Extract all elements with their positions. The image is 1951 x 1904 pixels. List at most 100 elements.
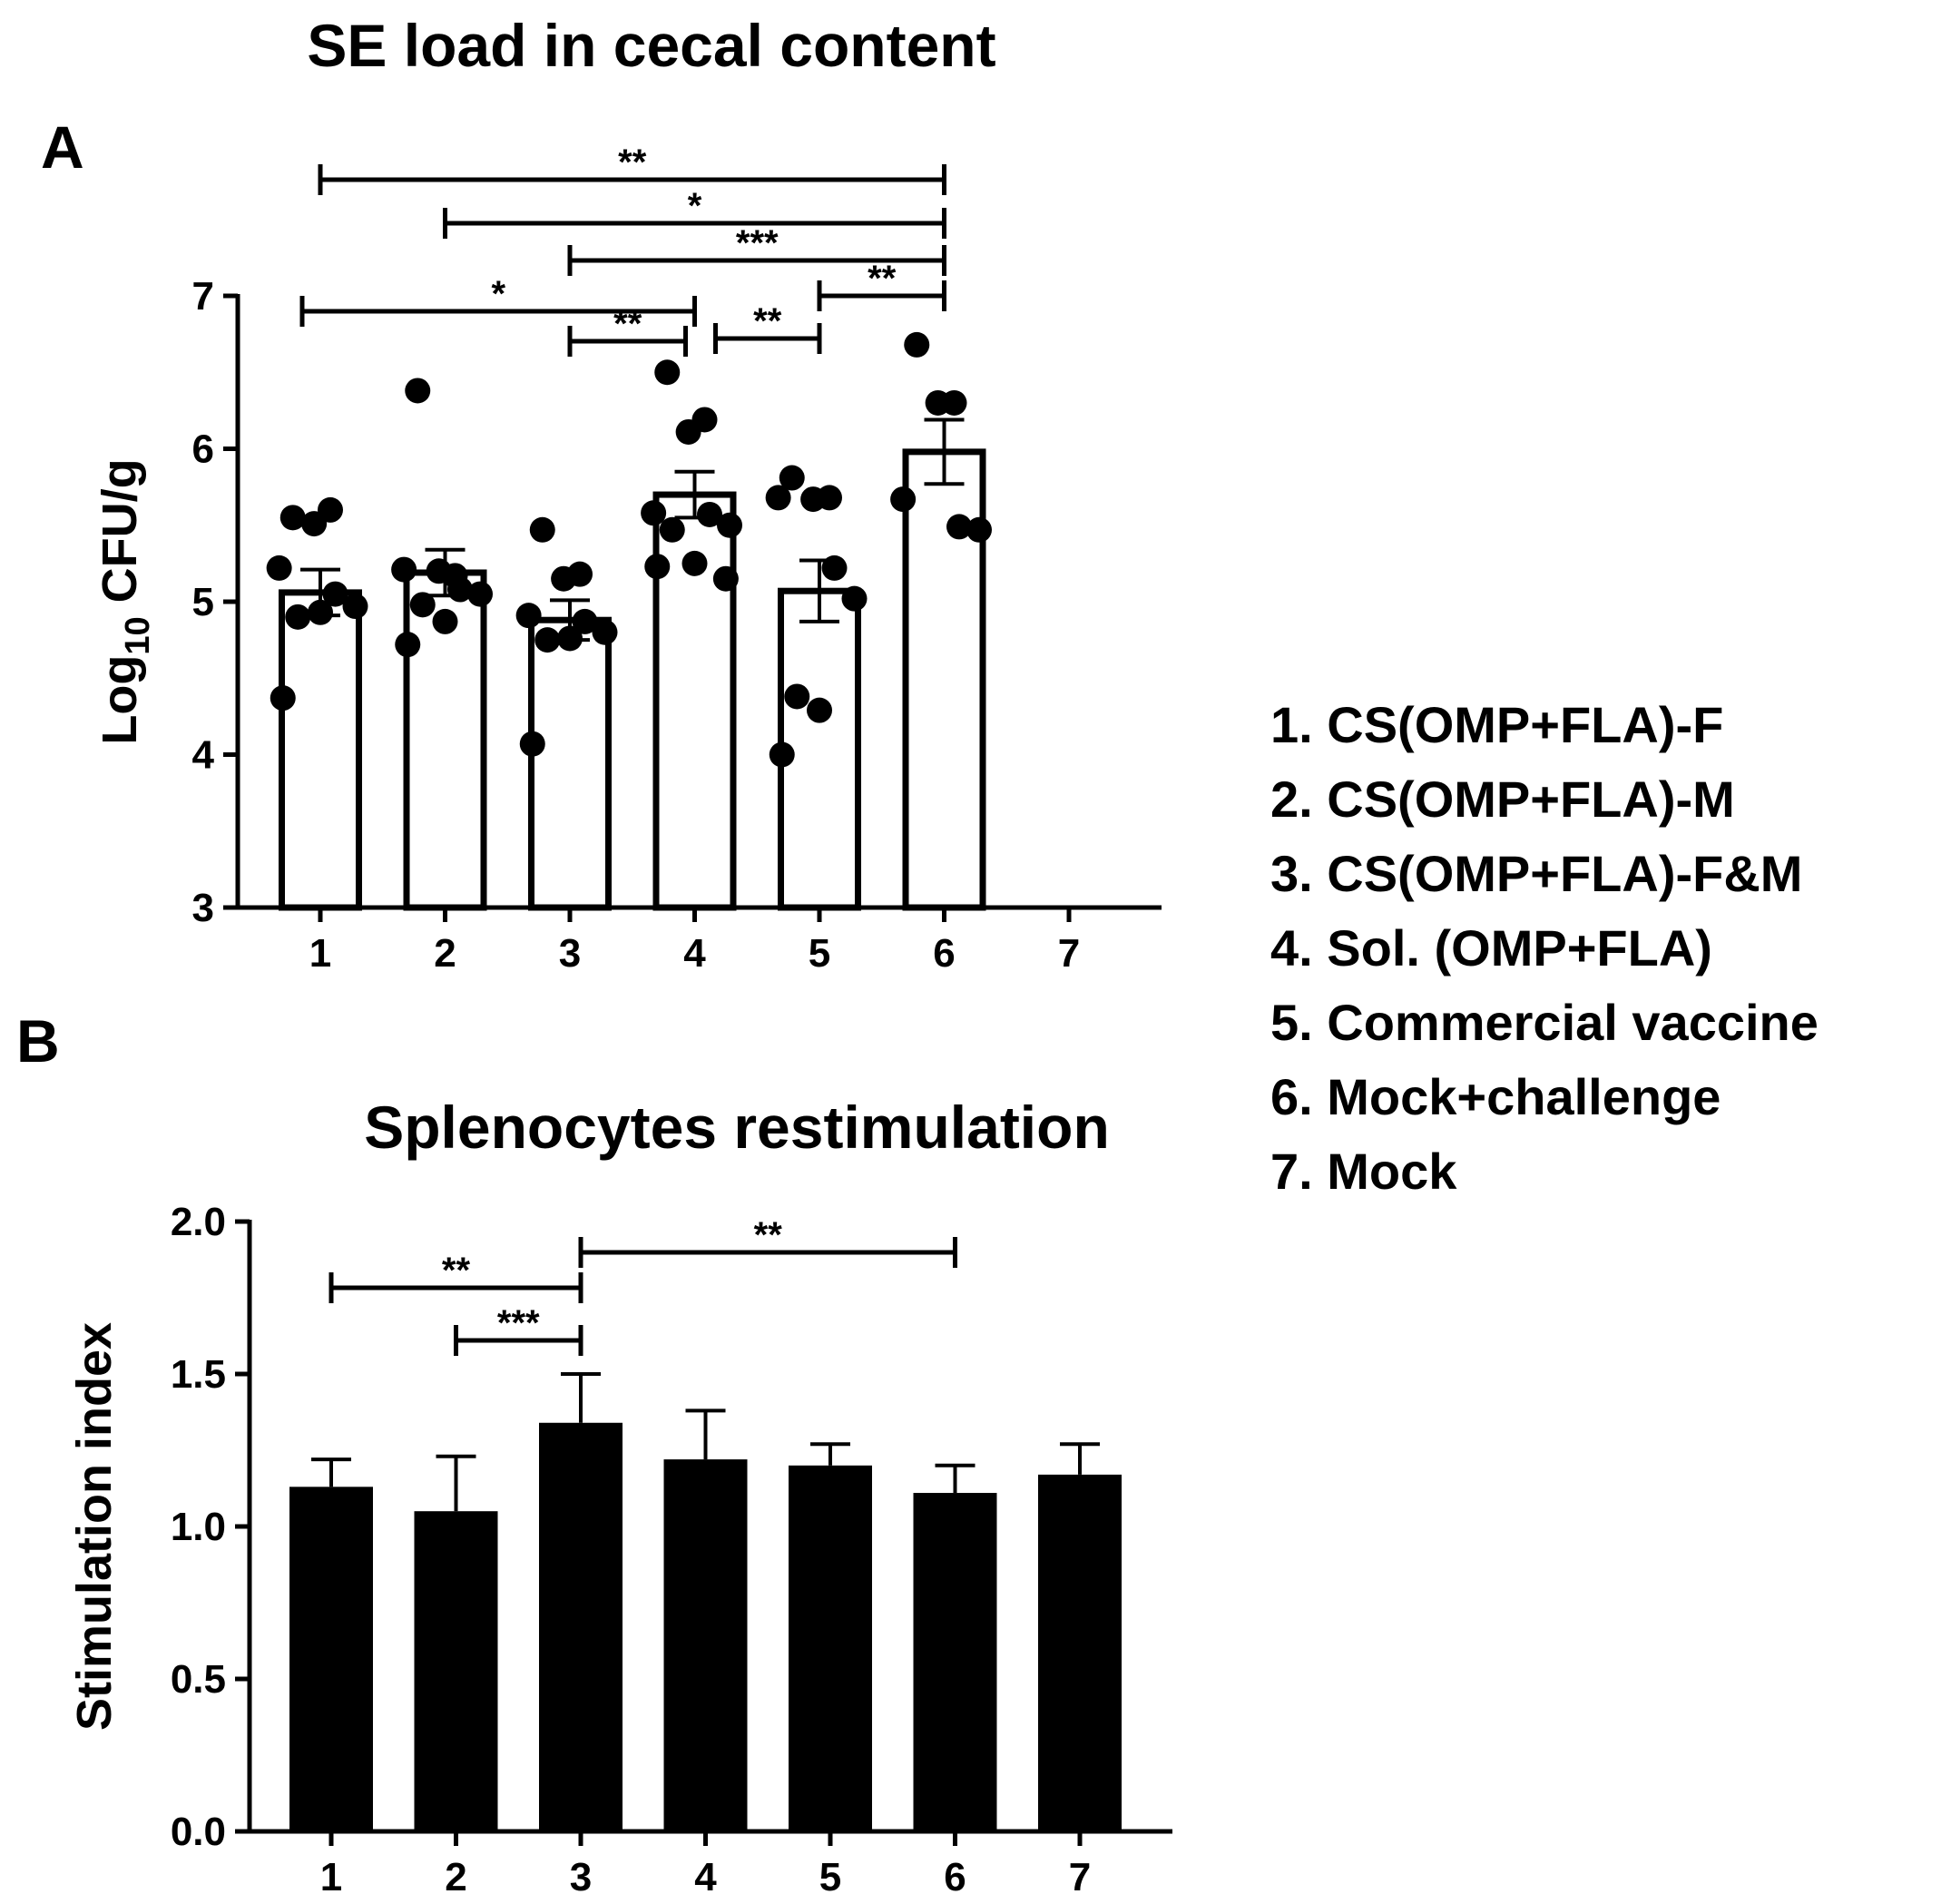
panel-a-data-point	[890, 486, 917, 513]
panel-a-data-point	[318, 496, 343, 523]
panel-a-data-point	[467, 581, 493, 607]
panel-a-y-axis-label: Log10 CFU/g	[93, 458, 157, 744]
panel-a-sig-label: **	[613, 304, 642, 344]
panel-a-bar	[528, 616, 612, 911]
panel-b-sig-label: ***	[497, 1303, 540, 1343]
panel-a-data-point	[821, 555, 848, 581]
panel-b-y-tick-label: 1.0	[171, 1505, 226, 1549]
panel-a-data-point	[322, 581, 348, 607]
panel-a-y-axis-label-main: Log	[93, 655, 147, 745]
panel-a-y-tick-label: 3	[192, 886, 214, 930]
panel-b-y-tick-label: 0.0	[171, 1810, 226, 1854]
panel-a-data-point	[817, 485, 842, 511]
panel-b-x-tick-label: 6	[944, 1855, 966, 1899]
panel-a-data-point	[409, 592, 436, 618]
panel-b-bar	[789, 1465, 872, 1831]
panel-a-label: A	[41, 113, 84, 181]
panel-a-data-point	[534, 627, 561, 653]
panel-a-data-point	[717, 512, 742, 538]
panel-a-data-point	[641, 500, 667, 526]
panel-a-data-point	[391, 556, 417, 583]
panel-a-y-tick-label: 7	[192, 274, 214, 319]
panel-b-y-axis-label: Stimulation index	[67, 1322, 122, 1731]
panel-a-sig-label: *	[688, 186, 702, 226]
panel-b-bar	[289, 1487, 373, 1831]
panel-b-y-tick-label: 0.5	[171, 1657, 226, 1702]
panel-b-bar	[663, 1459, 748, 1831]
panel-a-data-point	[342, 594, 368, 620]
panel-b-x-tick-label: 1	[320, 1855, 342, 1899]
panel-b-y-tick-label: 1.5	[171, 1352, 226, 1397]
panel-b-sig-label: **	[442, 1251, 471, 1291]
panel-a-x-tick-label: 5	[809, 931, 830, 976]
panel-b-x-tick-label: 7	[1069, 1855, 1091, 1899]
panel-b-y-axis-label-main: Stimulation index	[67, 1322, 122, 1731]
panel-a-data-point	[659, 516, 685, 543]
panel-a-title: SE load in cecal content	[307, 12, 995, 79]
panel-a-x-tick-label: 2	[434, 931, 456, 976]
panel-b-bar	[539, 1422, 623, 1831]
legend-item: 2. CS(OMP+FLA)-M	[1270, 770, 1735, 828]
panel-a-data-point	[841, 585, 868, 612]
panel-a-y-axis-label-sub: 10	[119, 616, 157, 654]
panel-a-data-point	[784, 683, 810, 710]
panel-b-bar	[1038, 1474, 1122, 1831]
panel-b-x-tick-label: 2	[445, 1855, 466, 1899]
legend-item: 6. Mock+challenge	[1270, 1068, 1721, 1125]
panel-a-data-point	[946, 514, 972, 540]
panel-b-y-tick-label: 2.0	[171, 1200, 226, 1244]
panel-a-data-point	[697, 501, 722, 527]
panel-a-data-point	[654, 359, 681, 386]
panel-b-bar	[913, 1493, 997, 1831]
panel-a-data-point	[279, 505, 306, 531]
legend: 1. CS(OMP+FLA)-F 2. CS(OMP+FLA)-M 3. CS(OM…	[1270, 696, 1819, 1200]
panel-a-sig-label: ***	[736, 223, 779, 263]
panel-a-sig-label: **	[868, 259, 897, 299]
panel-a-data-point	[557, 625, 583, 652]
panel-b-x-tick-label: 4	[694, 1855, 717, 1899]
panel-a-data-point	[966, 516, 992, 543]
panel-a-data-point	[644, 554, 671, 580]
panel-a-data-point	[681, 550, 708, 576]
legend-item: 1. CS(OMP+FLA)-F	[1270, 696, 1723, 753]
panel-a-data-point	[765, 485, 791, 511]
panel-a-sig-label: **	[618, 142, 647, 182]
panel-a-data-point	[266, 555, 292, 581]
panel-b-title: Splenocytes restimulation	[364, 1094, 1110, 1161]
panel-a-y-tick-label: 4	[192, 733, 215, 778]
panel-a-x-tick-label: 6	[933, 931, 955, 976]
panel-a-data-point	[779, 465, 805, 491]
legend-item: 7. Mock	[1270, 1143, 1457, 1200]
legend-item: 5. Commercial vaccine	[1270, 994, 1819, 1051]
panel-b-sig-label: **	[754, 1215, 783, 1255]
panel-a-bar	[279, 589, 362, 911]
panel-a-data-point	[285, 604, 311, 630]
panel-a-data-point	[567, 561, 593, 587]
panel-a-data-point	[395, 632, 421, 658]
panel-a-data-point	[270, 685, 296, 712]
panel-a-y-axis-label-rest: CFU/g	[93, 458, 147, 616]
panel-a-x-tick-label: 3	[559, 931, 581, 976]
panel-a-data-point	[432, 608, 458, 634]
panel-a-sig-label: **	[753, 301, 782, 341]
panel-b-bar	[414, 1511, 498, 1831]
panel-a-data-point	[769, 741, 795, 768]
panel-a-data-point	[712, 565, 739, 592]
panel-a-data-point	[529, 516, 555, 543]
legend-item: 3. CS(OMP+FLA)-F&M	[1270, 845, 1802, 902]
panel-a-data-point	[691, 407, 718, 433]
panel-a-y-tick-label: 6	[192, 427, 214, 472]
panel-a-x-tick-label: 1	[309, 931, 331, 976]
panel-a-sig-label: *	[491, 274, 505, 314]
panel-a-data-point	[405, 378, 431, 404]
panel-a-data-point	[592, 619, 618, 645]
panel-a-data-point	[941, 389, 967, 416]
panel-a-data-point	[904, 331, 930, 358]
legend-item: 4. Sol. (OMP+FLA)	[1270, 919, 1712, 977]
panel-b-x-tick-label: 5	[819, 1855, 841, 1899]
panel-b-x-tick-label: 3	[570, 1855, 592, 1899]
panel-a-x-tick-label: 7	[1058, 931, 1080, 976]
